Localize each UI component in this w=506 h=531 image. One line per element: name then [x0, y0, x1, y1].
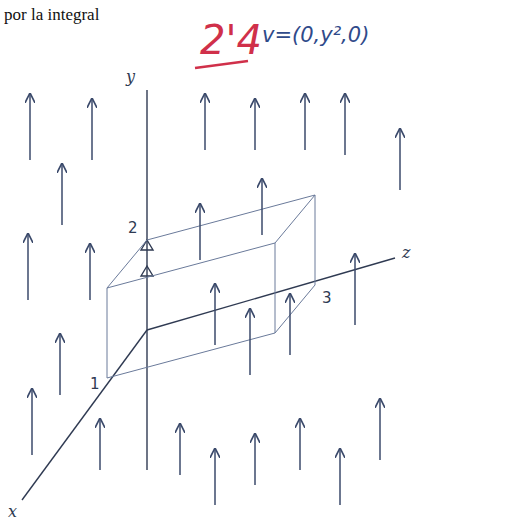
- axis-label: y: [126, 68, 135, 86]
- axis-label: x: [8, 503, 17, 521]
- axis-label: z: [402, 244, 410, 262]
- field-arrows: [28, 95, 400, 505]
- red-underline: [195, 61, 248, 68]
- dimension-value: 3: [322, 290, 332, 307]
- heading-text: por la integral: [4, 6, 99, 25]
- answer-value: 2'4: [200, 18, 262, 62]
- axes: [22, 90, 395, 500]
- dimension-value: 1: [90, 376, 100, 393]
- box-outline: [107, 195, 315, 378]
- dimension-value: 2: [128, 220, 138, 237]
- field-formula: v=(0,y²,0): [262, 24, 369, 47]
